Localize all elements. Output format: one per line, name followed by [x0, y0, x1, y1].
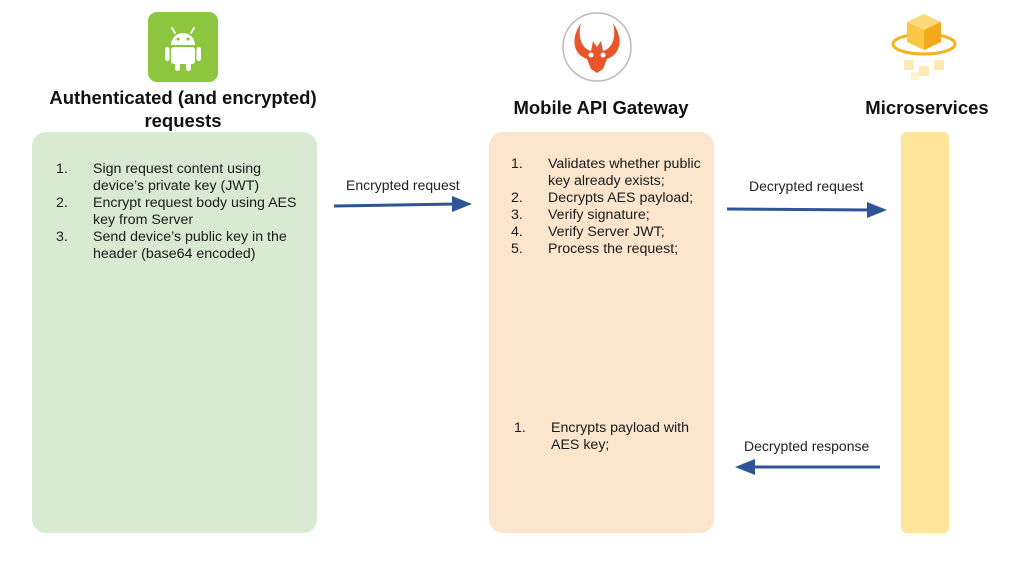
client-steps: 1.Sign request content using device’s pr…: [56, 161, 306, 263]
gateway-logo-icon: [561, 11, 633, 83]
edge-label-encrypted-request: Encrypted request: [346, 177, 460, 193]
client-title: Authenticated (and encrypted) requests: [49, 87, 317, 131]
microservices-icon: [889, 10, 959, 82]
gateway-title: Mobile API Gateway: [513, 97, 689, 118]
list-item: 2.Encrypt request body using AES key fro…: [56, 195, 297, 228]
gateway-request-steps: 1.Validates whether public key already e…: [511, 156, 701, 258]
list-item: 3.Send device’s public key in the header…: [56, 229, 287, 262]
android-icon: [148, 12, 218, 82]
services-title: Microservices: [865, 97, 989, 118]
list-item: 1.Validates whether public key already e…: [511, 156, 701, 189]
list-item: 1.Encrypts payload with AES key;: [514, 420, 690, 453]
gateway-response-steps: 1.Encrypts payload with AES key;: [514, 420, 704, 454]
edge-label-decrypted-request: Decrypted request: [749, 178, 864, 194]
microservices-bar: [901, 132, 949, 533]
gateway-panel: [489, 132, 714, 533]
list-item: 2.Decrypts AES payload;: [511, 190, 694, 206]
arrow-gateway-to-services: [726, 202, 887, 218]
client-panel: [32, 132, 317, 533]
list-item: 3.Verify signature;: [511, 207, 650, 223]
list-item: 5.Process the request;: [511, 241, 679, 257]
list-item: 4.Verify Server JWT;: [511, 224, 665, 240]
edge-label-decrypted-response: Decrypted response: [744, 438, 870, 454]
arrow-client-to-gateway: [333, 196, 472, 212]
list-item: 1.Sign request content using device’s pr…: [56, 161, 261, 194]
arrow-services-to-gateway: [735, 459, 880, 475]
